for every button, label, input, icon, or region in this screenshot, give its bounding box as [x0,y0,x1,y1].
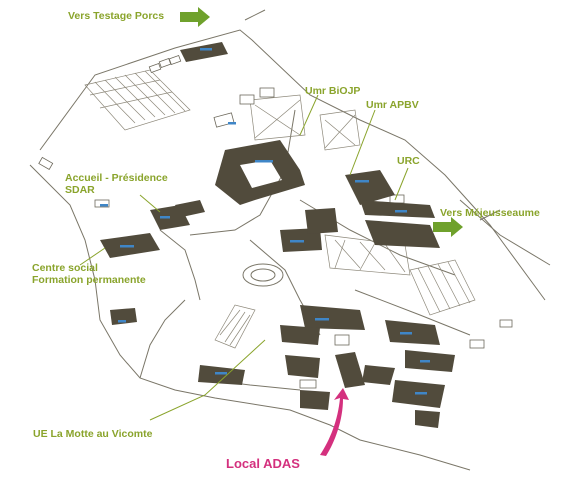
leader-urc [394,167,409,201]
building-south-a [300,305,365,330]
building-umr-apbv [345,170,395,205]
central-road [189,109,296,236]
lower-road [354,289,471,336]
building-sdar [175,200,205,217]
building-ue-la-motte [198,365,245,385]
label-umr-biojp: Umr BiOJP [305,85,361,97]
east-exit-road [479,209,501,221]
blue-accents [100,48,430,395]
label-vers-mejeusseaume: Vers Méjeusseaume [440,207,540,219]
west-inner-road [159,229,201,301]
label-centre-social: Centre social [32,262,98,274]
building-urc [360,200,435,218]
arrow-testage-icon [180,7,210,27]
label-accueil-presidence: Accueil - Présidence [65,172,168,184]
building-outline [218,300,262,350]
building-center-b [305,208,338,234]
building-west [110,308,137,325]
building-local-adas [335,352,365,388]
label-formation-permanente: Formation permanente [32,274,146,286]
label-sdar: SDAR [65,184,95,196]
label-urc: URC [397,155,420,167]
building-south-e [362,365,395,385]
building-umr-biojp [215,140,305,205]
west-path [139,299,186,379]
boundary-road [39,29,546,301]
label-umr-apbv: Umr APBV [366,99,419,111]
arrow-mejeusseaume-icon [433,217,463,237]
building-east-large [365,220,440,248]
label-vers-testage-porcs: Vers Testage Porcs [68,10,165,22]
leader-lines [79,94,409,421]
east-road [459,199,551,266]
building-south-c [280,325,320,345]
building-north [180,42,228,62]
greenhouses-south [214,304,256,349]
label-local-adas: Local ADAS [226,456,300,471]
small-sheds [38,54,513,389]
greenhouses-center [249,94,411,276]
field-grid-north [84,69,191,131]
curved-arrow-up-icon [320,388,349,456]
field-grid-east [409,259,476,316]
leader-umr-biojp [299,94,319,136]
building-south-d [285,355,320,378]
building-south-b [385,320,440,345]
building-south-h [300,390,330,410]
roundabout [242,263,284,287]
arrow-right-icon [180,7,463,237]
label-ue-la-motte-au-vicomte: UE La Motte au Vicomte [33,428,153,440]
leader-centre-social [79,247,106,266]
leader-umr-apbv [349,109,376,176]
leader-accueil [139,194,161,213]
buildings [100,42,455,428]
south-road [29,164,471,471]
north-exit-road [244,9,266,21]
leader-ue-la-motte [149,339,266,421]
building-south-i [415,410,440,428]
